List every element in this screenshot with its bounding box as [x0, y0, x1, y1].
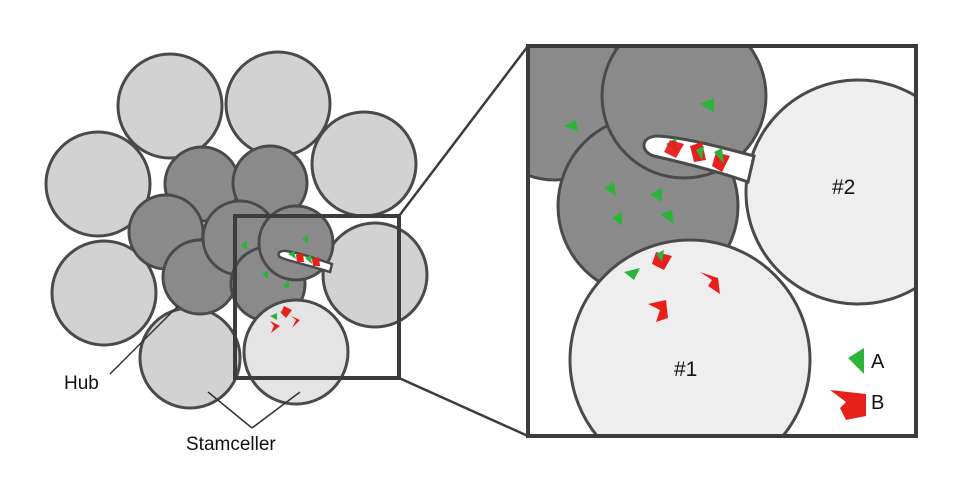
legend-label-a: A [871, 351, 885, 373]
stem-cell-2 [744, 78, 916, 306]
overview-channel [277, 249, 334, 274]
outer-cell [224, 50, 332, 158]
signal-b-icon [830, 390, 866, 420]
stem-cells-label: Stamceller [186, 434, 276, 455]
stem-cell-annotation: Stamceller [186, 391, 301, 455]
outer-cell [321, 221, 429, 329]
stem-cell [242, 298, 350, 406]
legend: A B [830, 348, 885, 420]
cell-1-label: #1 [674, 358, 697, 381]
legend-label-b: B [871, 392, 884, 414]
signal-b-marker [291, 316, 300, 328]
zoom-inset [528, 46, 916, 436]
signal-a-marker [262, 270, 268, 279]
zoom-connector [398, 45, 529, 217]
zoom-region-box [233, 214, 401, 380]
inset-frame [526, 44, 918, 438]
outer-cell [116, 52, 224, 160]
signal-b-marker [270, 321, 280, 333]
hub-label: Hub [64, 373, 99, 394]
outer-cell [138, 306, 242, 410]
outer-cell [310, 110, 418, 218]
legend-item-b: B [830, 390, 884, 420]
signal-a-marker [283, 281, 289, 290]
cell-2-label: #2 [832, 176, 855, 199]
signal-a-marker [241, 241, 247, 250]
zoom-connector [398, 376, 529, 438]
outer-cell [44, 130, 152, 238]
outer-cell [50, 239, 158, 347]
signal-a-marker [270, 313, 277, 320]
legend-item-a: A [848, 348, 885, 374]
hub-signals [564, 98, 714, 226]
signal-a-icon [848, 348, 864, 374]
hub-annotation: Hub [64, 305, 179, 394]
cell1-signals [624, 250, 720, 322]
signal-a-marker [302, 235, 308, 244]
channel-signals [664, 138, 730, 172]
signal-b-marker [281, 306, 292, 318]
stem-cell-1 [568, 238, 812, 436]
overview-signals [241, 235, 308, 333]
